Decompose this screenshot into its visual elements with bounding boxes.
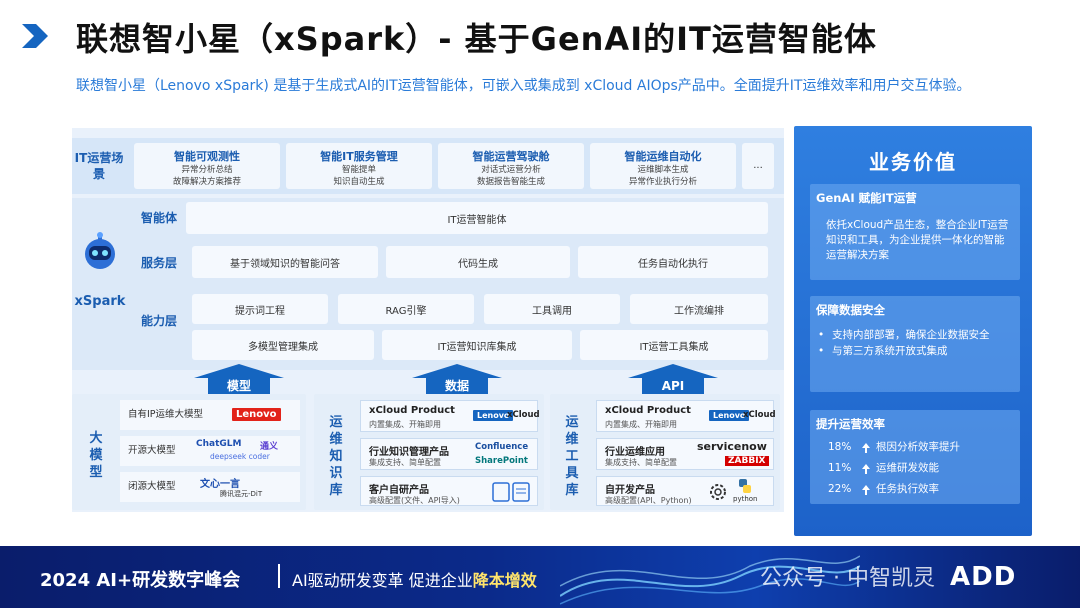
ability-tools[interactable]: 工具调用 [484,294,620,324]
agent-layer-label: 智能体 [140,211,177,225]
service-layer-label: 服务层 [140,256,177,270]
value-card-genai: GenAI 赋能IT运营 依托xCloud产品生态，整合企业IT运营知识和工具，… [810,184,1020,280]
xcloud-logo: xCloud [743,410,776,420]
scene-card-itsm[interactable]: 智能IT服务管理 智能提单 知识自动生成 [286,143,432,189]
architecture-frame: IT运营场景 智能可观测性 异常分析总结 故障解决方案推荐 智能IT服务管理 智… [72,128,784,512]
add-logo: ADD [950,562,1017,592]
chatglm-logo: ChatGLM [196,439,242,449]
model-row-closed[interactable]: 闭源大模型 文心一言 腾讯混元-DiT [120,472,300,502]
efficiency-pct-1: 11% [828,462,852,474]
footer-event: 2024 AI+研发数字峰会 [40,570,241,591]
knowledge-panel: 运维知识库 xCloud Product 内置集成、开箱即用 Lenovo xC… [314,394,544,510]
agent-bar[interactable]: IT运营智能体 [186,202,768,234]
wave-decoration [560,555,860,605]
model-row-own[interactable]: 自有IP运维大模型 Lenovo [120,400,300,430]
scene-card-cockpit[interactable]: 智能运营驾驶舱 对话式运营分析 数据报告智能生成 [438,143,584,189]
confluence-logo: Confluence [475,442,529,452]
scene-more[interactable]: ... [742,143,774,189]
hunyuan-logo: 腾讯混元-DiT [220,490,263,498]
title-chevron-icon [22,24,48,48]
ability-prompt[interactable]: 提示词工程 [192,294,328,324]
scenes-label: IT运营场景 [74,151,124,181]
scene-card-observability[interactable]: 智能可观测性 异常分析总结 故障解决方案推荐 [134,143,280,189]
business-value-panel: 业务价值 GenAI 赋能IT运营 依托xCloud产品生态，整合企业IT运营知… [794,126,1032,536]
xspark-label: xSpark [74,294,126,309]
lenovo-logo: Lenovo [232,408,281,421]
arrow-up-icon [862,464,870,474]
scene-card-automation[interactable]: 智能运维自动化 运维脚本生成 异常作业执行分析 [590,143,736,189]
python-label: python [733,495,758,503]
ability-toolint[interactable]: IT运营工具集成 [580,330,768,360]
ability-workflow[interactable]: 工作流编排 [630,294,768,324]
value-card-efficiency: 提升运营效率 18% 根因分析效率提升 11% 运维研发效能 22% 任务执行效… [810,410,1020,504]
tool-card-xcloud[interactable]: xCloud Product 内置集成、开箱即用 Lenovo xCloud [596,400,776,432]
xcloud-logo: xCloud [507,410,540,420]
ability-kb[interactable]: IT运营知识库集成 [382,330,572,360]
ability-multimodel[interactable]: 多模型管理集成 [192,330,374,360]
tool-card-custom[interactable]: 自开发产品 高级配置(API、Python) python [596,476,774,506]
file-api-icon [492,482,530,502]
arrow-up-icon [862,443,870,453]
knowledge-label: 运维知识库 [329,415,343,498]
gear-icon [710,484,726,500]
sharepoint-logo: SharePoint [475,456,528,466]
models-panel: 大模型 自有IP运维大模型 Lenovo 开源大模型 ChatGLM 通义 de… [72,394,306,510]
page-subtitle: 联想智小星（Lenovo xSpark) 是基于生成式AI的IT运营智能体，可嵌… [76,78,971,94]
lenovo-logo: Lenovo [709,410,750,421]
kb-card-custom[interactable]: 客户自研产品 高级配置(文件、API导入) [360,476,538,506]
service-automation[interactable]: 任务自动化执行 [578,246,768,278]
tool-card-industry[interactable]: 行业运维应用 集成支持、简单配置 servicenow ZABBIX [596,438,774,470]
business-value-title: 业务价值 [869,150,957,174]
python-icon [739,479,751,493]
deepseek-logo: deepseek coder [210,452,270,461]
tools-panel: 运维工具库 xCloud Product 内置集成、开箱即用 Lenovo xC… [550,394,780,510]
ability-rag[interactable]: RAG引擎 [338,294,474,324]
xspark-block: xSpark 智能体 IT运营智能体 服务层 基于领域知识的智能问答 代码生成 … [72,198,784,370]
arrow-model: 模型 [194,364,284,394]
kb-card-industry[interactable]: 行业知识管理产品 集成支持、简单配置 Confluence SharePoint [360,438,538,470]
model-row-open[interactable]: 开源大模型 ChatGLM 通义 deepseek coder [120,436,300,466]
kb-card-xcloud[interactable]: xCloud Product 内置集成、开箱即用 Lenovo xCloud [360,400,540,432]
watermark: 公众号 · 中智凯灵 [760,566,935,591]
footer-banner: 2024 AI+研发数字峰会 AI驱动研发变革 促进企业降本增效 公众号 · 中… [0,546,1080,608]
servicenow-logo: servicenow [697,440,767,453]
wenxin-logo: 文心一言 [200,479,240,490]
page-title: 联想智小星（xSpark）- 基于GenAI的IT运营智能体 [76,20,877,58]
footer-slogan: AI驱动研发变革 促进企业降本增效 [292,571,537,590]
value-card-security: 保障数据安全 • 支持内部部署，确保企业数据安全 • 与第三方系统开放式集成 [810,296,1020,392]
efficiency-pct-0: 18% [828,441,852,453]
footer-divider [278,564,280,588]
efficiency-pct-2: 22% [828,483,852,495]
scenes-row: IT运营场景 智能可观测性 异常分析总结 故障解决方案推荐 智能IT服务管理 智… [72,138,784,194]
arrow-api: API [628,364,718,394]
lenovo-logo: Lenovo [473,410,514,421]
robot-icon [85,232,115,269]
arrow-data: 数据 [412,364,502,394]
ability-layer-label: 能力层 [140,314,177,328]
tongyi-logo: 通义 [260,442,279,452]
service-codegen[interactable]: 代码生成 [386,246,570,278]
tools-label: 运维工具库 [565,415,579,498]
zabbix-logo: ZABBIX [725,456,769,466]
arrow-up-icon [862,485,870,495]
models-label: 大模型 [89,431,103,480]
service-qa[interactable]: 基于领域知识的智能问答 [192,246,378,278]
